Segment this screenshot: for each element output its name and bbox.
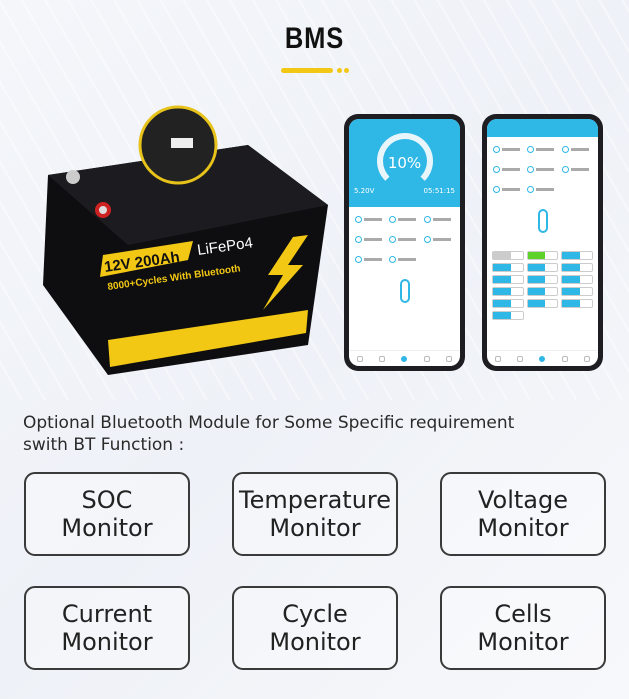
description: Optional Bluetooth Module for Some Speci…	[23, 412, 514, 456]
voltage-reading: 5.20V	[354, 187, 375, 195]
underline-dot	[344, 68, 349, 73]
description-line: Optional Bluetooth Module for Some Speci…	[23, 413, 515, 433]
battery-image: 12V 200Ah LiFePo4 8000+Cycles With Bluet…	[43, 105, 328, 375]
phone-cells-screen	[482, 114, 603, 371]
title-underline	[281, 68, 333, 73]
soc-gauge	[377, 133, 433, 189]
phone-soc-screen: 10% 5.20V 05:51:15	[344, 114, 465, 371]
thermometer-icon	[399, 279, 410, 303]
description-line: swith BT Function :	[23, 435, 185, 455]
page-title: BMS	[284, 22, 345, 55]
underline-dot	[337, 68, 342, 73]
time-reading: 05:51:15	[423, 187, 455, 195]
thermometer-icon	[537, 209, 548, 233]
soc-percent: 10%	[387, 154, 422, 172]
